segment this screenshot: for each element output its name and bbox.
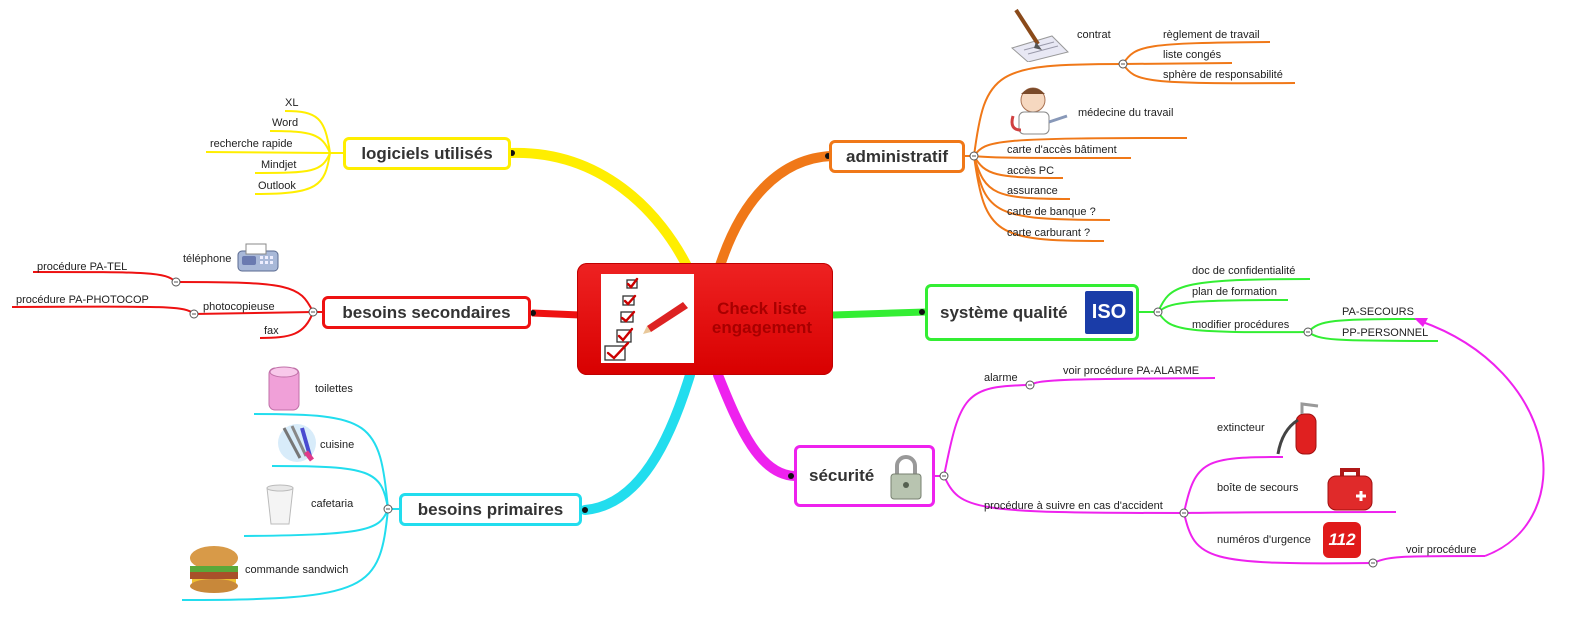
topic-besoins-primaires[interactable]: besoins primaires — [399, 493, 582, 526]
item-telephone[interactable]: téléphone — [183, 253, 232, 265]
item-pp-personnel[interactable]: PP-PERSONNEL — [1342, 327, 1429, 339]
emergency-112-icon: 112 — [1323, 522, 1361, 558]
contract-pen-icon — [1010, 8, 1069, 62]
item-boite-de-secours[interactable]: boîte de secours — [1217, 482, 1299, 494]
cup-icon — [266, 484, 294, 525]
qualite-subtree — [1138, 278, 1439, 342]
topic-primaires-label: besoins primaires — [417, 499, 564, 519]
item-modifier-procedures[interactable]: modifier procédures — [1192, 319, 1290, 331]
checklist-icon — [601, 274, 694, 363]
branch-line-securite — [713, 370, 800, 481]
topic-logiciels[interactable]: logiciels utilisés — [343, 137, 511, 170]
branch-line-secondaires — [531, 309, 581, 319]
item-procedure-pa-photocop[interactable]: procédure PA-PHOTOCOP — [16, 294, 149, 306]
central-topic-title: Check liste engagement — [711, 299, 813, 337]
branch-line-logiciels — [505, 147, 695, 277]
item-carte-acces-batiment[interactable]: carte d'accès bâtiment — [1007, 144, 1117, 156]
item-sphere-de-responsabilite[interactable]: sphère de responsabilité — [1163, 69, 1283, 81]
item-carte-de-banque[interactable]: carte de banque ? — [1007, 206, 1096, 218]
topic-administratif-label: administratif — [845, 146, 949, 166]
topic-qualite-label: système qualité — [940, 302, 1068, 322]
padlock-icon — [890, 455, 922, 500]
item-cuisine[interactable]: cuisine — [320, 439, 355, 451]
item-liste-conges[interactable]: liste congés — [1163, 49, 1222, 61]
branch-line-qualite — [832, 308, 926, 319]
item-word[interactable]: Word — [272, 117, 299, 129]
topic-securite-label: sécurité — [809, 466, 875, 485]
item-assurance[interactable]: assurance — [1007, 185, 1058, 197]
item-photocopieuse[interactable]: photocopieuse — [203, 301, 275, 313]
iso-logo-icon: ISO — [1085, 291, 1133, 334]
topic-secondaires-label: besoins secondaires — [342, 302, 511, 322]
fire-extinguisher-icon — [1276, 402, 1319, 455]
item-pa-secours[interactable]: PA-SECOURS — [1342, 306, 1414, 318]
item-carte-carburant[interactable]: carte carburant ? — [1007, 227, 1091, 239]
item-numeros-urgence[interactable]: numéros d'urgence — [1217, 534, 1311, 546]
topic-administratif[interactable]: administratif — [829, 140, 965, 173]
item-medecine-du-travail[interactable]: médecine du travail — [1078, 107, 1174, 119]
item-alarme[interactable]: alarme — [984, 372, 1018, 384]
item-outlook[interactable]: Outlook — [258, 180, 296, 192]
item-doc-de-confidentialite[interactable]: doc de confidentialité — [1192, 265, 1296, 277]
logiciels-subtree — [205, 110, 343, 195]
item-mindjet[interactable]: Mindjet — [261, 159, 297, 171]
branch-line-primaires — [580, 370, 695, 515]
primaires-subtree — [181, 413, 400, 601]
sandwich-icon — [190, 546, 238, 593]
item-procedure-pa-tel[interactable]: procédure PA-TEL — [37, 261, 128, 273]
item-cafetaria[interactable]: cafetaria — [311, 498, 354, 510]
item-toilettes[interactable]: toilettes — [315, 383, 353, 395]
topic-logiciels-label: logiciels utilisés — [361, 143, 493, 163]
doctor-icon — [1010, 87, 1068, 135]
topic-systeme-qualite[interactable]: système qualité ISO — [925, 284, 1139, 341]
cutlery-icon — [278, 424, 316, 462]
item-voir-procedure-pa-alarme[interactable]: voir procédure PA-ALARME — [1063, 365, 1200, 377]
topic-besoins-secondaires[interactable]: besoins secondaires — [322, 296, 531, 329]
item-fax[interactable]: fax — [264, 325, 279, 337]
item-contrat[interactable]: contrat — [1077, 29, 1111, 41]
item-xl[interactable]: XL — [285, 97, 299, 109]
administratif-subtree — [964, 41, 1296, 242]
collapse-marker-minus — [174, 63, 1375, 564]
item-procedure-accident[interactable]: procédure à suivre en cas d'accident — [984, 500, 1163, 512]
item-reglement-de-travail[interactable]: règlement de travail — [1163, 29, 1260, 41]
topic-securite[interactable]: sécurité — [794, 445, 935, 507]
item-commande-sandwich[interactable]: commande sandwich — [245, 564, 349, 576]
item-plan-de-formation[interactable]: plan de formation — [1192, 286, 1277, 298]
securite-subtree — [934, 318, 1545, 565]
item-acces-pc[interactable]: accès PC — [1007, 165, 1055, 177]
branch-line-administratif — [713, 151, 837, 277]
item-extincteur[interactable]: extincteur — [1217, 422, 1265, 434]
item-voir-procedure[interactable]: voir procédure — [1406, 544, 1477, 556]
item-recherche-rapide[interactable]: recherche rapide — [210, 138, 293, 150]
central-topic[interactable]: Check liste engagement — [577, 263, 833, 375]
fax-phone-icon — [237, 243, 279, 272]
first-aid-kit-icon — [1327, 468, 1373, 511]
toilet-paper-icon — [268, 366, 300, 411]
